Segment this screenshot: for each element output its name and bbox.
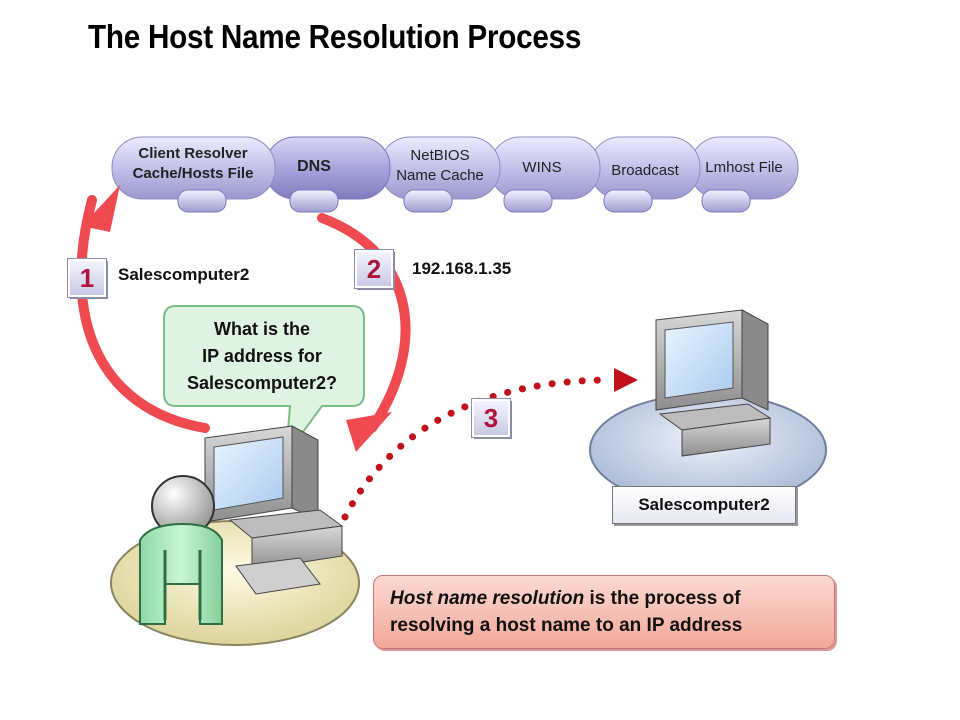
note-emphasis: Host name resolution (390, 588, 585, 609)
step-3-badge: 3 (471, 398, 511, 438)
page-title: The Host Name Resolution Process (88, 18, 582, 55)
method-client-resolver: Client Resolver Cache/Hosts File (118, 144, 268, 184)
method-lmhost-file: Lmhost File (694, 158, 794, 178)
target-computer (589, 309, 827, 507)
step-1-badge: 1 (67, 258, 107, 298)
target-host-label: Salescomputer2 (612, 486, 796, 524)
question-bubble-text: What is the IP address for Salescomputer… (162, 316, 362, 397)
step-2-badge: 2 (354, 249, 394, 289)
step-2-label: 192.168.1.35 (412, 259, 512, 278)
query-arrow-1 (76, 185, 210, 433)
method-broadcast: Broadcast (598, 161, 692, 181)
method-label-line1: Client Resolver (138, 145, 248, 162)
method-label-line1: WINS (522, 159, 562, 176)
tab-knobs (177, 189, 751, 213)
step-1-label: Salescomputer2 (118, 265, 250, 284)
method-wins: WINS (500, 158, 584, 178)
method-dns: DNS (270, 157, 358, 177)
response-arrow-2 (317, 213, 411, 452)
method-label-line1: Broadcast (611, 162, 679, 179)
bubble-line-1: What is the (213, 319, 310, 339)
client-workstation (110, 425, 360, 646)
note-rest: is the process of resolving a host name … (390, 588, 743, 636)
method-label-line1: DNS (297, 158, 331, 175)
definition-note: Host name resolution is the process of r… (373, 575, 835, 649)
connection-arrow-3 (341, 368, 638, 521)
resolution-methods-strip (111, 136, 799, 213)
method-netbios: NetBIOS Name Cache (384, 146, 496, 186)
method-label-line1: NetBIOS (410, 147, 470, 164)
bubble-line-3: Salescomputer2? (186, 373, 338, 393)
method-label-line2: Name Cache (396, 167, 484, 184)
bubble-line-2: IP address for (202, 346, 322, 366)
method-label-line2: Cache/Hosts File (132, 165, 254, 182)
method-label-line1: Lmhost File (705, 159, 783, 176)
question-bubble (163, 305, 365, 459)
